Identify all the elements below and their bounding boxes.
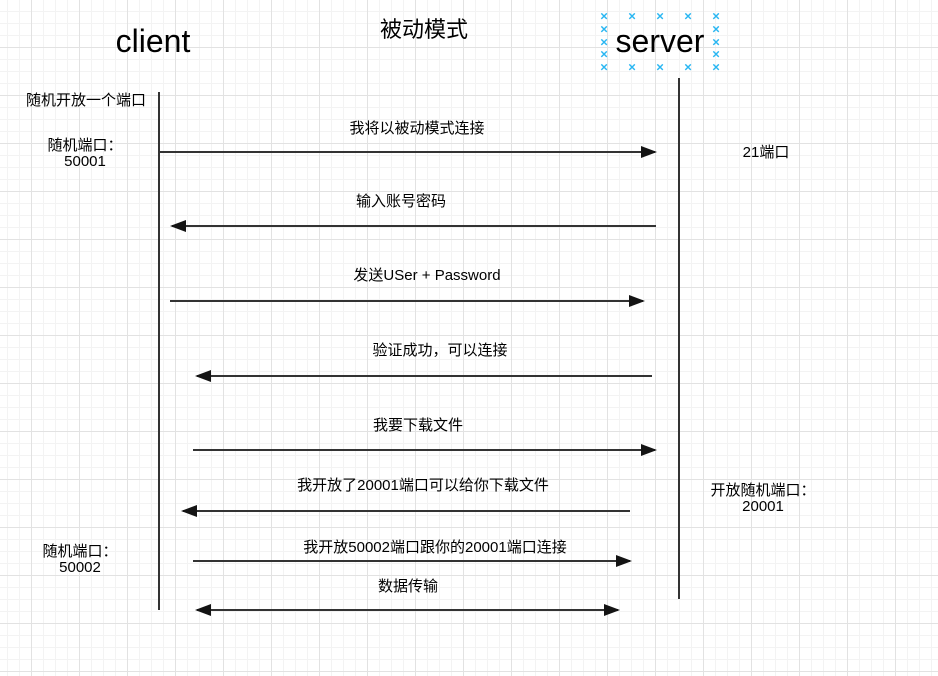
selection-handle-icon: ×: [684, 8, 692, 24]
note-line: 随机端口：: [47, 137, 123, 154]
actor-client-label[interactable]: client: [115, 23, 191, 59]
selection-handle-icon: ×: [712, 46, 720, 62]
selection-handle-icon: ×: [600, 21, 608, 37]
selection-handle-icon: ×: [628, 8, 636, 24]
note-line: 随机端口：: [42, 543, 118, 560]
message-arrow-right[interactable]: [170, 300, 643, 302]
message-arrow-both[interactable]: [197, 609, 618, 611]
selection-handle-icon: ×: [712, 8, 720, 24]
server-lifeline[interactable]: [678, 78, 680, 599]
note-client-port-50002[interactable]: 随机端口： 50002: [42, 544, 117, 576]
note-line: 50001: [64, 153, 106, 170]
selection-handle-icon: ×: [712, 59, 720, 75]
message-arrow-right[interactable]: [193, 449, 655, 451]
message-arrow-left[interactable]: [183, 510, 630, 512]
message-arrow-left[interactable]: [172, 225, 656, 227]
message-arrow-left[interactable]: [197, 375, 652, 377]
selection-handle-icon: ×: [600, 59, 608, 75]
selection-handle-icon: ×: [656, 8, 664, 24]
message-arrow-right[interactable]: [193, 560, 630, 562]
selection-handle-icon: ×: [600, 8, 608, 24]
note-client-open-port[interactable]: 随机开放一个端口: [25, 92, 147, 109]
note-client-port-50001[interactable]: 随机端口： 50001: [47, 138, 122, 170]
selection-handle-icon: ×: [600, 46, 608, 62]
note-line: 20001: [742, 498, 784, 515]
note-server-port-20001[interactable]: 开放随机端口： 20001: [710, 483, 815, 515]
note-line: 开放随机端口：: [710, 482, 816, 499]
message-label[interactable]: 发送USer + Password: [353, 267, 501, 284]
note-line: 50002: [59, 559, 101, 576]
message-label[interactable]: 数据传输: [377, 578, 439, 595]
selection-handle-icon: ×: [712, 21, 720, 37]
selection-handle-icon: ×: [684, 59, 692, 75]
selection-handle-icon: ×: [712, 34, 720, 50]
message-arrow-right[interactable]: [160, 151, 655, 153]
note-server-port-21[interactable]: 21端口: [742, 144, 790, 161]
message-label[interactable]: 我开放50002端口跟你的20001端口连接: [303, 539, 567, 556]
selection-handle-icon: ×: [600, 34, 608, 50]
message-label[interactable]: 验证成功，可以连接: [372, 342, 508, 359]
client-lifeline[interactable]: [158, 92, 160, 610]
actor-server-label[interactable]: server: [615, 23, 705, 59]
message-label[interactable]: 我要下载文件: [372, 417, 464, 434]
message-label[interactable]: 我将以被动模式连接: [349, 120, 485, 137]
message-label[interactable]: 我开放了20001端口可以给你下载文件: [297, 477, 549, 494]
diagram-title[interactable]: 被动模式: [379, 17, 469, 42]
selection-handle-icon: ×: [656, 59, 664, 75]
selection-handle-icon: ×: [628, 59, 636, 75]
message-label[interactable]: 输入账号密码: [355, 193, 447, 210]
